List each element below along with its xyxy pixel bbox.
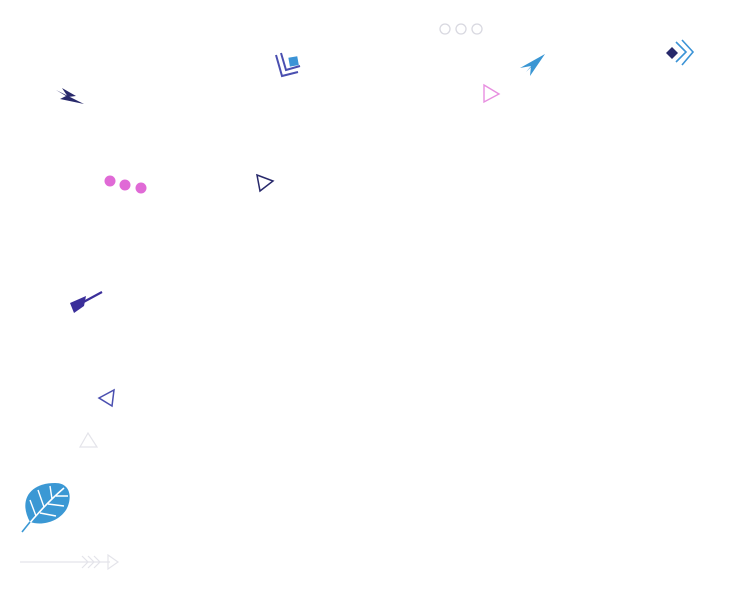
arrow-icon <box>70 291 103 313</box>
arrow-line-faint-icon <box>20 553 120 571</box>
layered-squares-icon <box>275 52 301 78</box>
arrowhead-icon <box>56 88 84 104</box>
double-chevron-diamond-icon <box>666 39 695 66</box>
triangle-outline-faint-icon <box>78 431 99 448</box>
triangle-outline-navy-icon <box>256 173 275 193</box>
paper-plane-icon <box>520 54 545 76</box>
leaf-icon <box>21 483 70 533</box>
triangle-outline-violet-icon <box>97 388 115 408</box>
triangle-outline-pink-icon <box>483 83 501 104</box>
three-circles-icon <box>439 23 483 35</box>
three-dots-pink-icon <box>104 175 147 194</box>
